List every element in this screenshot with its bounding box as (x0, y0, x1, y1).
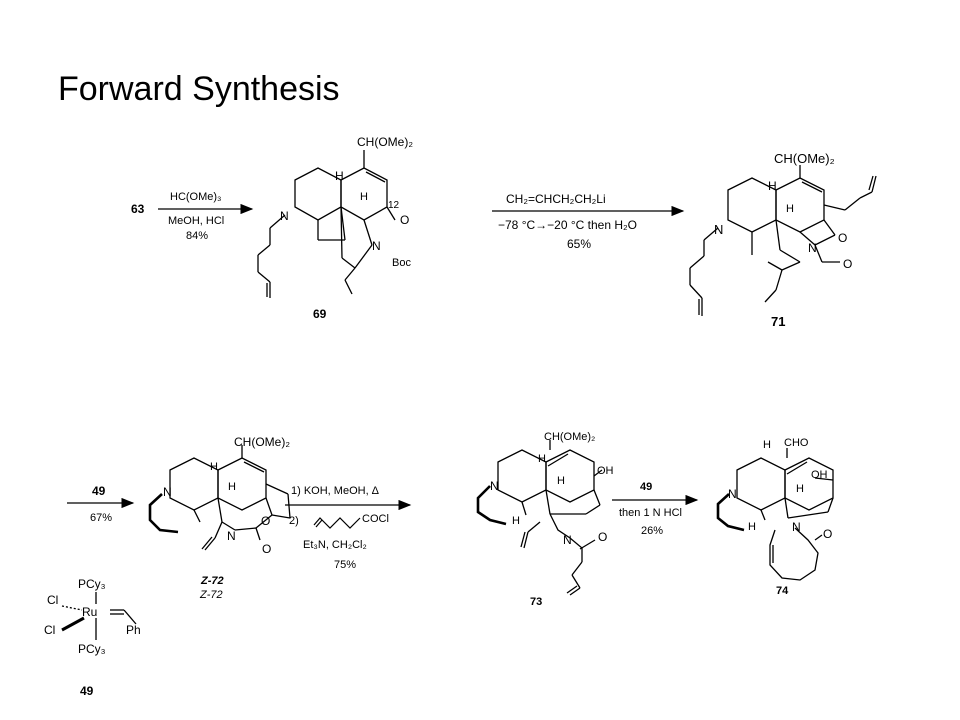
reaction-2-yield: 65% (567, 237, 591, 251)
reaction-4-acyl: COCl (362, 513, 389, 525)
position-12: 12 (388, 200, 400, 211)
compound-label-z-72: Z-72 (200, 575, 224, 587)
h-label-2: H (228, 481, 236, 493)
reaction-1-yield: 84% (186, 230, 208, 242)
cl-label-1: Cl (47, 593, 58, 607)
reaction-3-yield: 67% (90, 512, 112, 524)
pcy3-bottom-label: PCy₃ (78, 642, 106, 656)
ru-label: Ru (82, 605, 97, 619)
start-compound-label: 63 (131, 202, 145, 216)
ph-label: Ph (126, 623, 141, 637)
h-label-1: H (335, 169, 344, 183)
ring-b (217, 457, 267, 511)
h-label-2: H (796, 483, 804, 495)
acyl-chain (313, 517, 361, 529)
compound-label-71: 71 (771, 314, 785, 329)
reaction-5-yield: 26% (641, 525, 663, 537)
h-label-3: H (748, 521, 756, 533)
o-carbonyl-label: O (843, 257, 852, 271)
reaction-2-reagent-top: CH₂=CHCH₂CH₂Li (506, 192, 606, 206)
h-label-2: H (557, 475, 565, 487)
compound-69: CH(OMe)₂ H H N 12 O N Boc 69 (257, 135, 413, 321)
reaction-4-base: Et₃N, CH₂Cl₂ (303, 539, 367, 551)
reaction-4: 1) KOH, MeOH, Δ 2) COCl Et₃N, CH₂Cl₂ 75% (285, 485, 412, 571)
o-label: O (823, 527, 832, 541)
h-label-1: H (768, 179, 777, 193)
reaction-5: 49 then 1 N HCl 26% (612, 481, 699, 537)
reaction-4-yield: 75% (334, 559, 356, 571)
reaction-1: 63 HC(OMe)₃ MeOH, HCl 84% (131, 191, 254, 242)
reaction-4-step-2: 2) (289, 515, 299, 527)
group-top: CH(OMe)₂ (774, 151, 835, 166)
oh-label: OH (811, 469, 828, 481)
n-label: N (280, 209, 289, 223)
reaction-3-reagent-top: 49 (92, 484, 106, 498)
n-carbamate-label: N (808, 241, 817, 255)
compound-74: H CHO H OH N H N O 74 (716, 437, 834, 597)
catalyst-label-49: 49 (80, 684, 94, 698)
compound-71: CH(OMe)₂ H H N O N O 71 (689, 151, 877, 329)
oh-label: OH (597, 465, 614, 477)
n-boc-label: N (372, 239, 381, 253)
group-top: CH(OMe)₂ (357, 135, 413, 149)
boc-label: Boc (392, 257, 411, 269)
n-label: N (714, 222, 723, 237)
group-top: CHO (784, 437, 809, 449)
n-label: N (163, 485, 172, 499)
grubbs-catalyst-49: PCy₃ Cl Ru Cl Ph PCy₃ 49 (44, 577, 141, 698)
reaction-2-reagent-bottom: −78 °C→−20 °C then H₂O (498, 218, 637, 232)
o-ring-label: O (838, 231, 847, 245)
compound-label-z-72-ghost: Z-72 (199, 589, 223, 601)
compound-label-74: 74 (776, 585, 789, 597)
compound-label-73: 73 (530, 596, 542, 608)
n-label: N (490, 479, 499, 493)
group-top: CH(OMe)₂ (234, 435, 290, 449)
h-label-2: H (786, 203, 794, 215)
n-carbamate-label: N (227, 529, 236, 543)
o-carbonyl-label: O (262, 542, 271, 556)
h-top-label: H (763, 439, 771, 451)
compound-73: CH(OMe)₂ H H OH N H N O 73 (476, 431, 614, 608)
h-label-1: H (210, 461, 218, 473)
page-title: Forward Synthesis (58, 70, 340, 108)
ring-a (736, 457, 786, 511)
group-top: CH(OMe)₂ (544, 431, 595, 443)
h-label-2: H (360, 191, 368, 203)
o-label: O (400, 213, 409, 227)
ring-b (775, 177, 825, 233)
o-label: O (598, 530, 607, 544)
n-label: N (728, 487, 737, 501)
reaction-1-reagent-bottom: MeOH, HCl (168, 215, 224, 227)
reaction-3: 49 67% (67, 484, 135, 524)
ring-b (545, 449, 595, 503)
h-label-3: H (512, 515, 520, 527)
n-amide-label: N (563, 533, 572, 547)
compound-label-69: 69 (313, 307, 327, 321)
pcy3-top-label: PCy₃ (78, 577, 106, 591)
ring-b (784, 457, 834, 511)
cl-label-2: Cl (44, 623, 55, 637)
reaction-5-reagent-bottom: then 1 N HCl (619, 507, 682, 519)
h-label-1: H (538, 453, 546, 465)
reaction-5-reagent-top: 49 (640, 481, 652, 493)
reaction-4-step-1: 1) KOH, MeOH, Δ (291, 485, 380, 497)
reaction-2: CH₂=CHCH₂CH₂Li −78 °C→−20 °C then H₂O 65… (492, 192, 685, 251)
o-ring-label: O (261, 514, 270, 528)
compound-z-72: CH(OMe)₂ H H N O N O Z-72 Z-72 (148, 435, 291, 601)
reaction-1-reagent-top: HC(OMe)₃ (170, 191, 222, 203)
n-lactam-label: N (792, 520, 801, 534)
